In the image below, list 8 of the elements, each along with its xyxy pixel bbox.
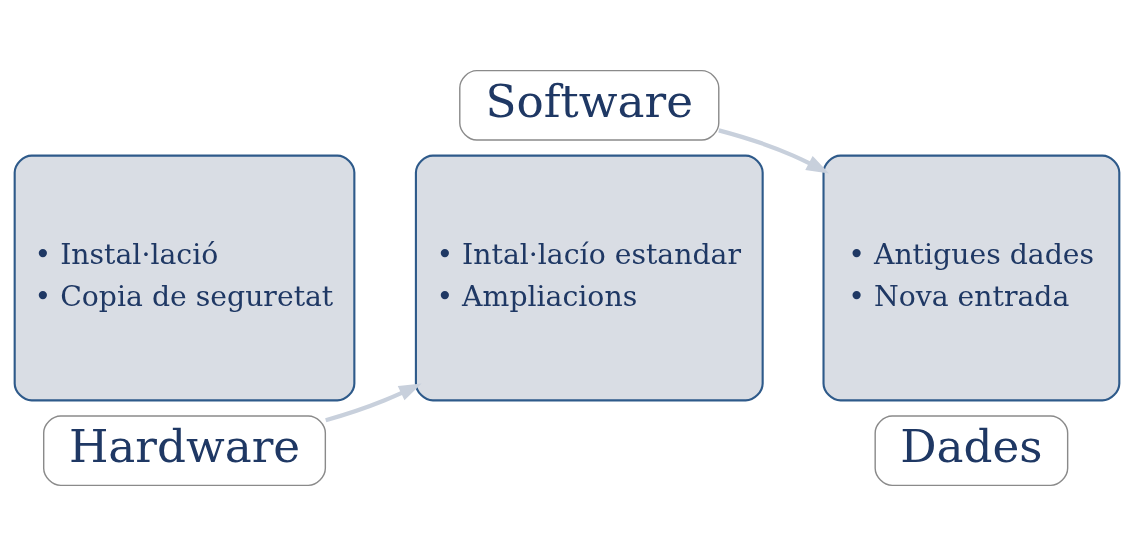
- node-box: • Instal·lació • Copia de seguretat: [13, 154, 356, 401]
- arrow: [325, 383, 422, 422]
- node-box: • Intal·lacío estandar • Ampliacions: [414, 154, 764, 401]
- node-box: • Antigues dades • Nova entrada: [822, 154, 1121, 401]
- node-box: Software: [459, 69, 720, 141]
- arrow: [718, 127, 830, 173]
- node-box: Hardware: [43, 414, 327, 486]
- node-box: Dades: [874, 414, 1069, 486]
